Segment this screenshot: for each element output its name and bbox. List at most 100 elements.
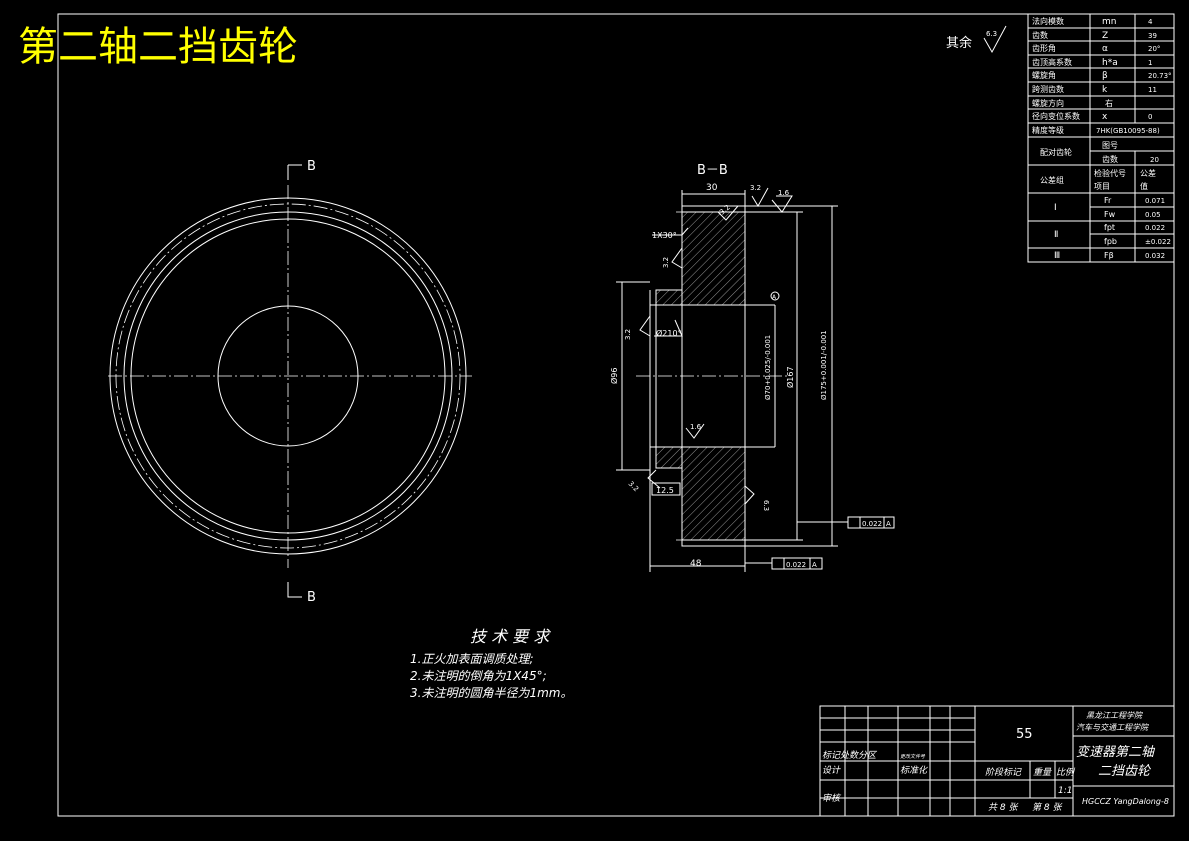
drawing-title: 第二轴二挡齿轮	[18, 24, 298, 70]
param-name: 螺旋角	[1032, 70, 1056, 80]
dim-outer-value: Ø175+0.001/-0.001	[820, 330, 828, 400]
chamfer1-label: 1X30°	[652, 231, 677, 240]
tol-group-value: 0.032	[1145, 252, 1165, 260]
roughness-val-1: 3.2	[750, 184, 761, 192]
title-block-mark-sub: 更改文件号	[900, 753, 926, 760]
param-value: 4	[1148, 18, 1153, 26]
roughness-val-4: 3.2	[662, 257, 670, 268]
param-name: 齿形角	[1032, 43, 1056, 53]
param-name: 径向变位系数	[1032, 111, 1080, 121]
tol-group-header-2a: 检验代号	[1094, 168, 1126, 178]
roughness-val-6: 12.5	[656, 486, 674, 495]
roughness-val-2: 1.6	[778, 189, 790, 197]
title-block-part2: 二挡齿轮	[1098, 764, 1152, 779]
param-symbol: Z	[1102, 31, 1108, 41]
param-value: 20°	[1148, 45, 1160, 53]
tol-group-header-3a: 公差	[1140, 168, 1156, 178]
dim-width-top-value: 30	[706, 183, 718, 193]
roughness-val-5: 3.2	[624, 329, 632, 340]
roughness-sym-9	[647, 469, 661, 489]
chamfer1-leader	[652, 227, 689, 236]
tol-group-level: Ⅰ	[1054, 203, 1057, 213]
tech-req-heading: 技 术 要 求	[470, 627, 551, 646]
dim-bore-small	[616, 281, 650, 471]
section-title: B－B	[697, 163, 728, 178]
param-name: 法向模数	[1032, 16, 1064, 26]
title-block-school1: 黑龙江工程学院	[1086, 711, 1144, 720]
mating-gear-row1: 图号	[1102, 141, 1118, 150]
tol-frame-2-datum: A	[812, 561, 817, 569]
param-value: 0	[1148, 113, 1152, 121]
title-block-sheet-no: 第 8 张	[1032, 802, 1063, 813]
title-block-mark: 标记处数分区	[822, 750, 878, 761]
tol-group-header-3b: 值	[1140, 181, 1148, 191]
chamfer2-leader	[654, 319, 683, 337]
tol-group-header: 公差组	[1040, 175, 1064, 185]
tol-group-code: fpb	[1104, 237, 1117, 246]
roughness-note-value: 6.3	[986, 30, 997, 38]
roughness-symbol	[983, 25, 1007, 54]
roughness-val-7: 1.6	[690, 423, 702, 431]
tol-group-value: ±0.022	[1145, 238, 1171, 246]
title-block-standard: 标准化	[900, 765, 928, 776]
param-name: 精度等级	[1032, 125, 1064, 135]
param-symbol: h*a	[1102, 58, 1118, 68]
param-symbol: mn	[1102, 17, 1116, 27]
tech-req-item-2: 2.未注明的倒角为1X45°;	[410, 669, 547, 683]
param-value: 7HK(GB10095-88)	[1096, 127, 1160, 135]
tol-frame-1	[847, 516, 895, 529]
tol-group-code: Fβ	[1104, 251, 1114, 260]
tech-req-item-1: 1.正火加表面调质处理;	[410, 652, 534, 666]
param-value: 右	[1105, 98, 1113, 108]
section-marker-top	[287, 164, 302, 180]
roughness-sym-7	[685, 423, 705, 439]
mating-gear-label: 配对齿轮	[1040, 147, 1072, 157]
dim-width-bottom-value: 48	[690, 559, 702, 569]
section-view: B－B 30 48 Ø96 Ø70+0.025/-0.001 Ø167 Ø175…	[609, 163, 895, 572]
tech-requirements: 技 术 要 求 1.正火加表面调质处理; 2.未注明的倒角为1X45°; 3.未…	[410, 627, 572, 700]
title-block-ratio: 比例	[1056, 767, 1076, 778]
mating-gear-row2-value: 20	[1150, 156, 1159, 164]
title-block-review: 审核	[822, 793, 842, 804]
dim-bore-large-value: Ø70+0.025/-0.001	[764, 335, 772, 400]
title-block-school2: 汽车与交通工程学院	[1076, 723, 1150, 732]
title-block: 55 黑龙江工程学院 汽车与交通工程学院 变速器第二轴 二挡齿轮 标记处数分区 …	[819, 705, 1175, 817]
dim-hub	[745, 211, 803, 541]
tol-group-header-2b: 项目	[1094, 182, 1110, 191]
dim-width-bottom	[649, 470, 746, 572]
param-symbol: x	[1102, 112, 1108, 122]
title-block-number: 55	[1016, 727, 1033, 742]
dim-hub-value: Ø167	[785, 366, 795, 388]
title-block-drawing-no: HGCCZ YangDalong-8	[1082, 797, 1169, 806]
param-value: 20.73°	[1148, 72, 1172, 80]
tol-group-level: Ⅱ	[1054, 230, 1058, 240]
tol-group-code: Fw	[1104, 210, 1116, 219]
mating-gear-row2: 齿数	[1102, 154, 1118, 164]
roughness-sym-4	[671, 247, 683, 269]
tol-group-value: 0.05	[1145, 211, 1161, 219]
title-block-stage: 阶段标记	[985, 767, 1022, 778]
chamfer2-label: Ø210°	[656, 328, 682, 338]
section-label-top: B	[307, 159, 316, 174]
title-block-design: 设计	[822, 765, 841, 776]
roughness-val-8: 6.3	[762, 500, 770, 511]
param-name: 齿顶高系数	[1032, 57, 1072, 67]
roughness-val-9: 3.2	[627, 480, 641, 494]
title-block-scale: 1:1	[1058, 786, 1072, 796]
roughness-sym-3	[717, 205, 739, 221]
dim-width-top	[681, 190, 746, 206]
param-symbol: β	[1102, 71, 1108, 81]
roughness-sym-5	[639, 315, 651, 337]
tol-group-level: Ⅲ	[1054, 251, 1060, 261]
roughness-sym-2	[771, 195, 793, 213]
tol-frame-2	[771, 557, 823, 570]
title-block-part1: 变速器第二轴	[1076, 744, 1156, 760]
section-label-bottom: B	[307, 590, 316, 605]
drawing-border	[57, 13, 1175, 817]
tol-frame-1-datum: A	[886, 520, 891, 528]
roughness-sym-1	[751, 187, 769, 207]
param-symbol: α	[1102, 44, 1108, 54]
tol-group-value: 0.022	[1145, 224, 1165, 232]
